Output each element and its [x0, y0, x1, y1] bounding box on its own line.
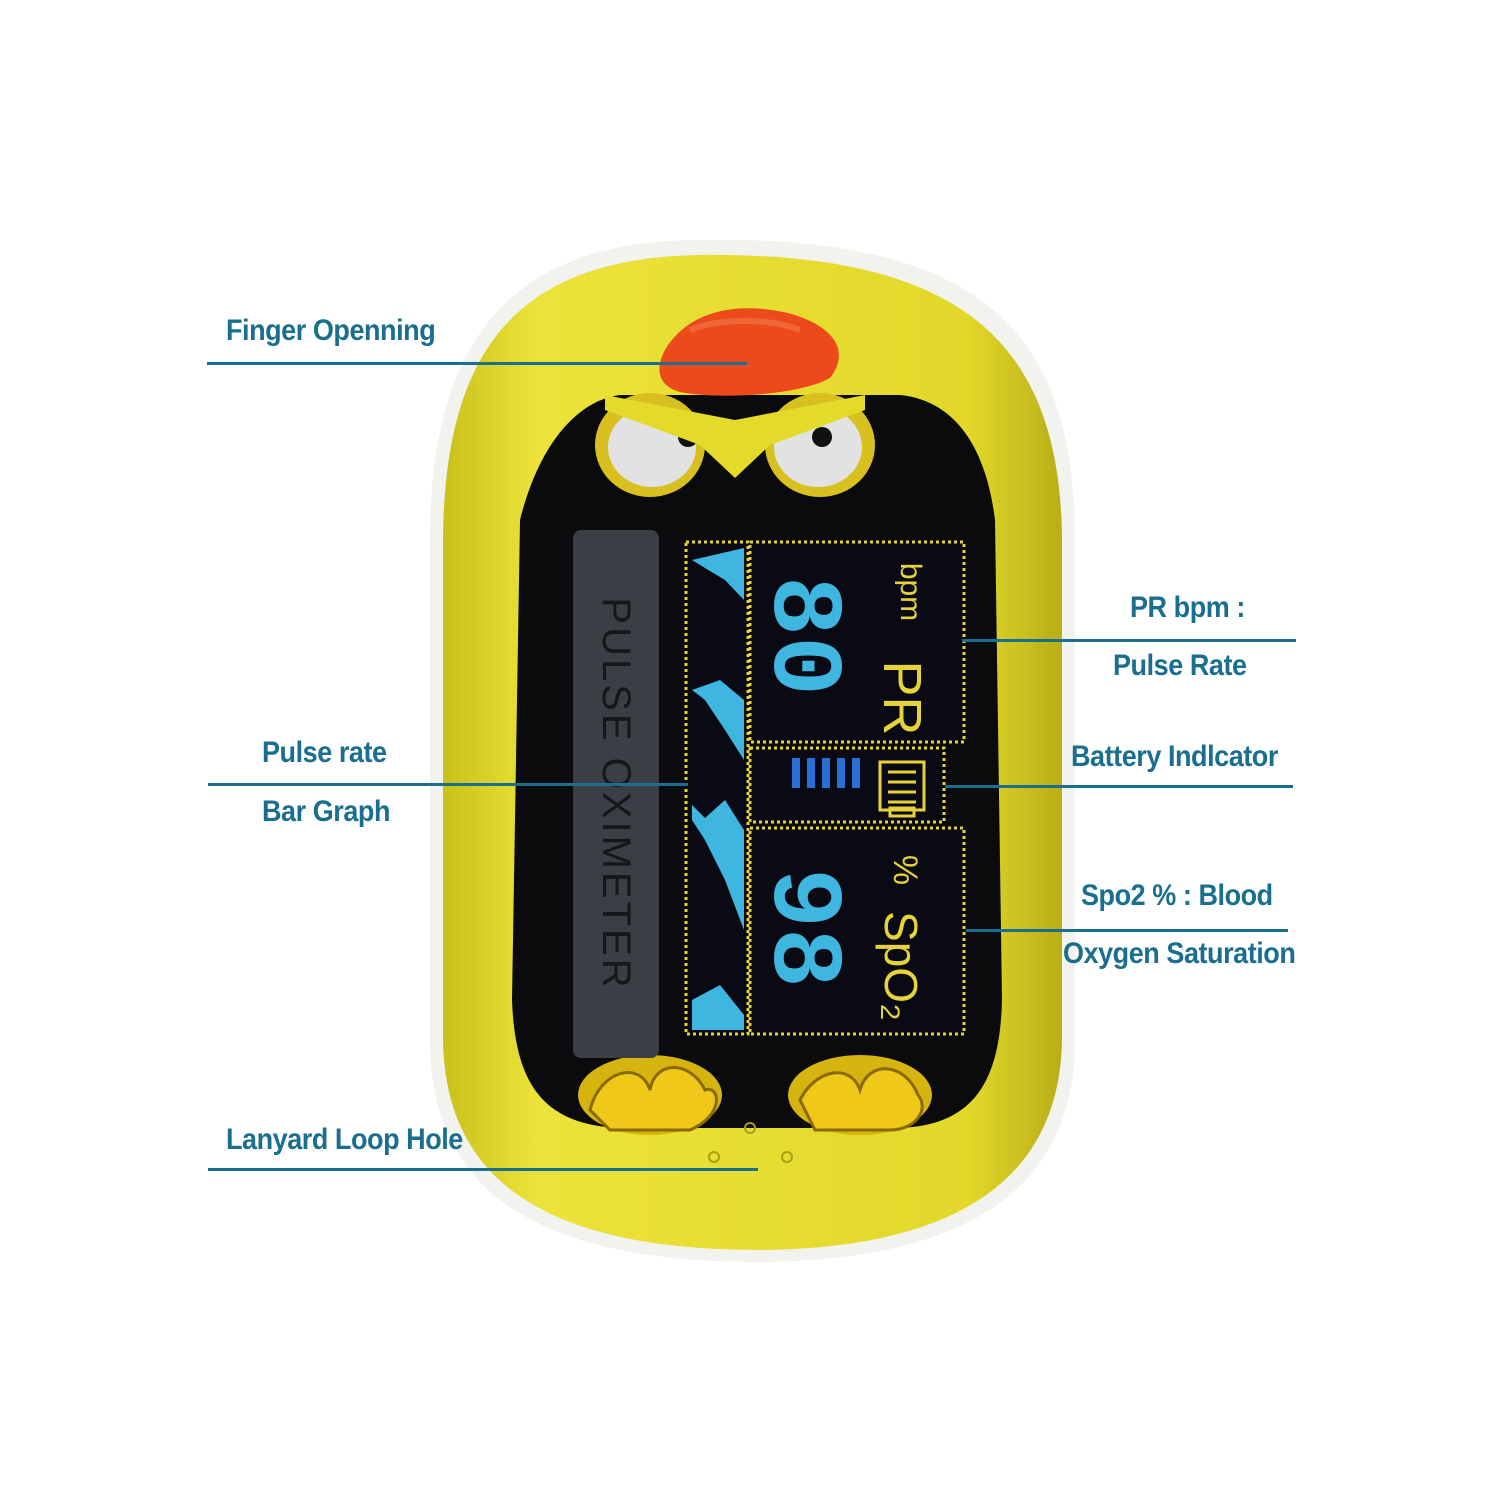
battery-bar [852, 758, 860, 788]
spo2-value: 98 [744, 867, 857, 989]
callout-line-battery [945, 785, 1293, 788]
battery-bars [792, 758, 860, 788]
callout-pulse-rate: Pulse Rate [1113, 649, 1247, 682]
pr-value: 80 [744, 575, 857, 697]
spo2-frame [748, 826, 966, 1036]
callout-lanyard: Lanyard Loop Hole [226, 1123, 463, 1156]
waveform-frame [684, 540, 750, 1036]
battery-icon [878, 760, 926, 818]
callout-pr-bpm: PR bpm : [1130, 591, 1245, 624]
spo2-unit: % [886, 854, 924, 886]
callout-line-lanyard [208, 1168, 758, 1171]
callout-battery: Battery Indlcator [1071, 740, 1278, 773]
callout-spo2: Spo2 % : Blood [1081, 879, 1273, 912]
right-foot [788, 1055, 932, 1135]
lanyard-hole [744, 1122, 756, 1134]
pr-label: PR [872, 660, 932, 736]
battery-bar [792, 758, 800, 788]
callout-line-pr [962, 639, 1296, 642]
brand-strip [573, 530, 659, 1058]
callout-bar-graph: Bar Graph [262, 795, 390, 828]
callout-finger-opening: Finger Openning [226, 314, 436, 347]
callout-line-finger-opening [207, 362, 747, 365]
left-foot [578, 1055, 722, 1135]
callout-line-bar-graph [208, 783, 688, 786]
callout-pulse-rate-bar: Pulse rate [262, 736, 387, 769]
spo2-label: SpO₂ [875, 911, 927, 1021]
battery-bar [837, 758, 845, 788]
brand-text: PULSE OXIMETER [594, 597, 638, 991]
callout-line-spo2 [966, 929, 1288, 932]
battery-bar [807, 758, 815, 788]
callout-oxygen-saturation: Oxygen Saturation [1063, 937, 1296, 970]
pr-unit: bpm [894, 562, 927, 622]
pr-frame [748, 540, 966, 744]
battery-bar [822, 758, 830, 788]
